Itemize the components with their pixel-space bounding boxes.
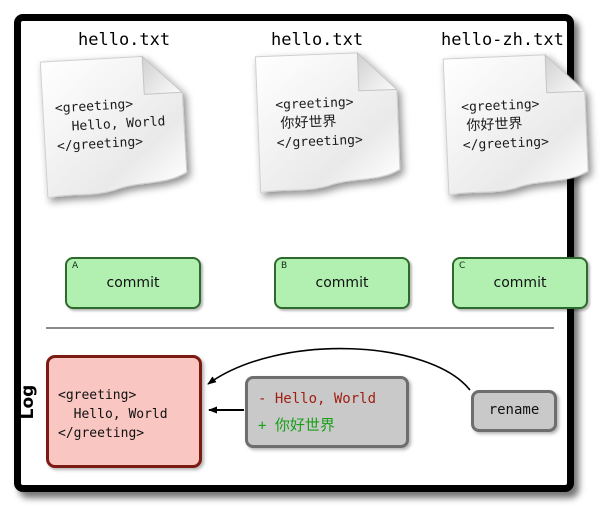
commit-node-a[interactable]: A commit xyxy=(65,257,201,309)
commit-label-a: commit xyxy=(106,275,160,291)
commit-id-a: A xyxy=(72,261,79,271)
log-entry-box[interactable]: <greeting> Hello, World </greeting> xyxy=(46,355,202,468)
file-title-hello-zh-txt: hello-zh.txt xyxy=(441,30,564,50)
commit-id-c: C xyxy=(459,261,466,271)
section-divider xyxy=(46,327,554,329)
rename-box[interactable]: rename xyxy=(471,390,557,432)
document-icon-1: <greeting> Hello, World </greeting> xyxy=(38,52,194,200)
file-title-hello-txt-2: hello.txt xyxy=(271,30,364,50)
diff-removed-line: - Hello, World xyxy=(258,391,377,407)
document-icon-3: <greeting> 你好世界 </greeting> xyxy=(441,51,595,197)
document-icon-2: <greeting> 你好世界 </greeting> xyxy=(253,49,406,195)
commit-id-b: B xyxy=(281,261,288,271)
commit-node-c[interactable]: C commit xyxy=(452,257,588,309)
diff-added-line: + 你好世界 xyxy=(258,416,335,434)
rename-label: rename xyxy=(488,402,540,418)
log-section-label: Log xyxy=(18,384,38,420)
diff-box[interactable]: - Hello, World + 你好世界 xyxy=(245,376,409,448)
commit-node-b[interactable]: B commit xyxy=(274,257,410,309)
commit-label-c: commit xyxy=(493,275,547,291)
file-title-hello-txt-1: hello.txt xyxy=(78,30,171,50)
commit-label-b: commit xyxy=(315,275,369,291)
log-entry-content: <greeting> Hello, World </greeting> xyxy=(58,388,168,441)
